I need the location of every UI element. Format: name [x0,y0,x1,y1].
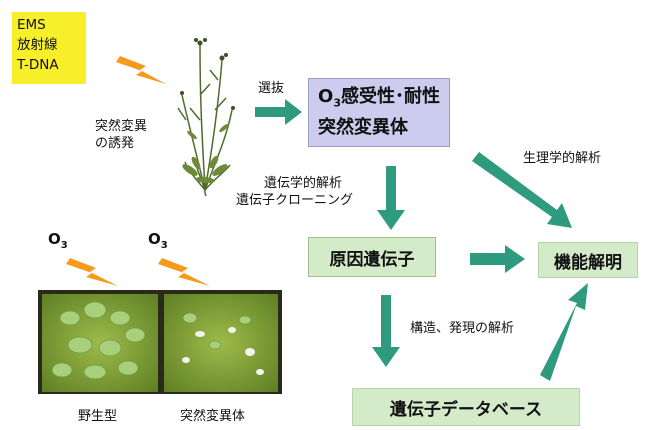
genetic-analysis-line2: 遺伝子クローニング [236,193,354,208]
arrow-to-causal-gene [377,166,405,230]
arrow-to-mutant [255,99,302,125]
mutagen-radiation: 放射線 [17,37,58,53]
genetic-analysis-line1: 遺伝学的解析 [264,176,343,191]
plant-leaves [182,123,229,184]
caption-mutant: 突然変異体 [180,409,246,424]
ozone-right-o: O [148,230,161,248]
mutant-o: O [318,86,334,108]
mutant-box: O3感受性･耐性 突然変異体 [308,78,450,147]
arrow-gene-to-function [470,245,525,273]
plant-photo [38,290,282,394]
lightning-bolt-mutagen [116,56,166,84]
lightning-bolt-ozone-right [158,258,210,286]
arrows [255,99,588,381]
mutant-sensitivity: 感受性･耐性 [340,86,440,108]
causal-gene-box: 原因遺伝子 [308,237,436,277]
ozone-left-o: O [48,230,61,248]
arrow-db-to-function [540,283,588,381]
ozone-right-sub: 3 [160,240,168,251]
mutant-o-sub: 3 [333,96,341,110]
mutant-line1: O3感受性･耐性 [318,85,440,116]
ozone-label-right: O3 [148,230,168,251]
gene-database-box: 遺伝子データベース [352,388,580,426]
genetic-analysis-label: 遺伝学的解析 遺伝子クローニング [236,175,353,209]
mutagenesis-line2: の誘発 [95,136,135,151]
ozone-label-left: O3 [48,230,68,251]
mutagen-tdna: T-DNA [17,57,59,73]
mutagenesis-label: 突然変異 の誘発 [95,118,147,152]
mutagen-box: EMS 放射線 T-DNA [12,12,86,84]
caption-wild-type: 野生型 [78,409,118,424]
physiological-analysis-label: 生理学的解析 [523,151,602,166]
mutagenesis-line1: 突然変異 [95,119,148,134]
arrow-physiological [472,152,572,228]
plant-flowers [180,38,235,110]
selection-label: 選抜 [258,81,285,96]
mutant-line2: 突然変異体 [318,116,408,138]
arabidopsis-plant-icon [177,44,233,197]
mutagen-ems: EMS [17,17,46,33]
structure-expression-label: 構造、発現の解析 [410,321,515,336]
lightning-bolt-ozone-left [66,258,118,286]
ozone-left-sub: 3 [60,240,68,251]
arrow-to-database [372,295,400,367]
function-elucidation-box: 機能解明 [538,242,638,278]
